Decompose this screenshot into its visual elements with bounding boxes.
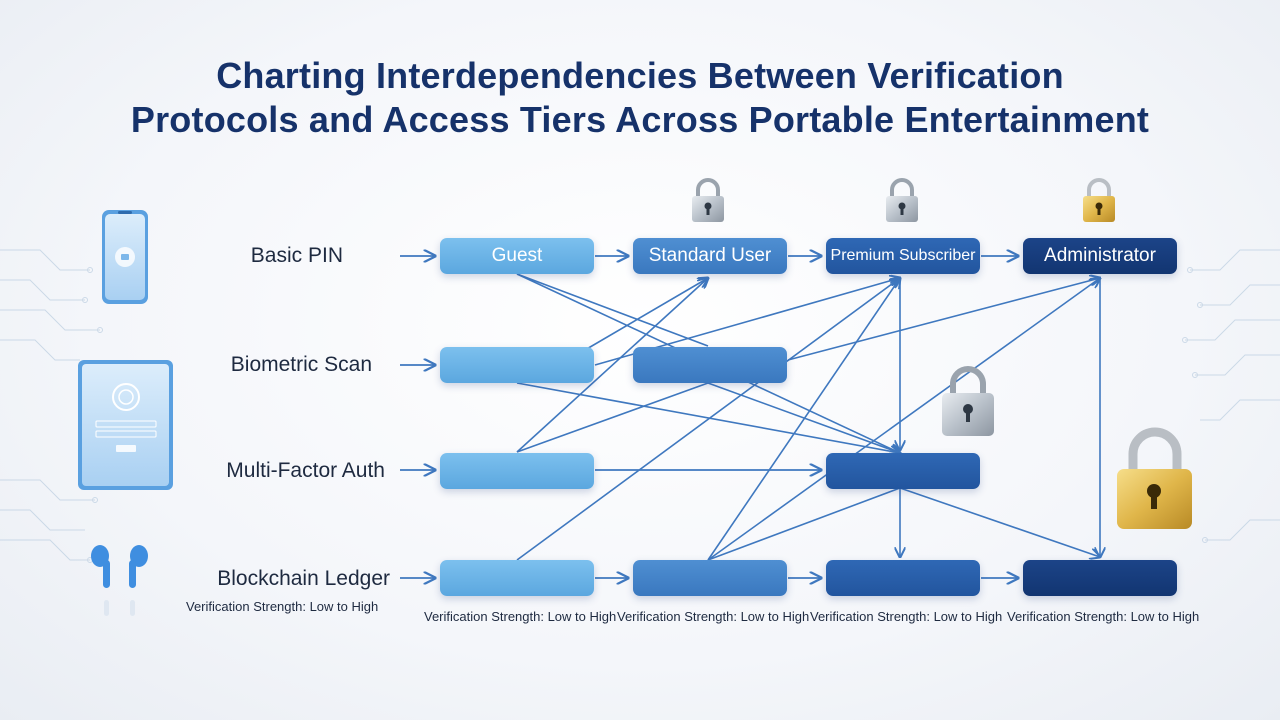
title-line-1: Charting Interdependencies Between Verif… <box>216 55 1064 96</box>
strength-caption-standard: Verification Strength: Low to High <box>617 609 810 624</box>
page-title: Charting Interdependencies Between Verif… <box>0 54 1280 142</box>
circuit-decoration-left <box>0 249 103 563</box>
title-line-2: Protocols and Access Tiers Across Portab… <box>130 99 1150 140</box>
tier-node-guest[interactable]: Guest <box>440 238 594 274</box>
tier-node-premium-subscriber[interactable]: Premium Subscriber <box>826 238 980 274</box>
node-blockchain-guest[interactable] <box>440 560 594 596</box>
tablet-icon <box>78 360 173 490</box>
node-biometric-guest[interactable] <box>440 347 594 383</box>
row-arrows <box>595 256 1018 578</box>
cross-connections <box>516 273 1100 561</box>
tier-node-standard-user[interactable]: Standard User <box>633 238 787 274</box>
tier-node-administrator[interactable]: Administrator <box>1023 238 1177 274</box>
strength-caption-admin: Verification Strength: Low to High <box>1007 609 1200 624</box>
smartphone-icon <box>102 210 148 304</box>
earbuds-icon <box>91 545 148 616</box>
input-arrows <box>400 256 435 578</box>
node-blockchain-premium[interactable] <box>826 560 980 596</box>
protocol-label-basic-pin: Basic PIN <box>250 244 343 267</box>
lock-silver-icon <box>692 178 724 222</box>
lock-silver-large-icon <box>942 366 994 436</box>
protocol-label-multi-factor-auth: Multi-Factor Auth <box>226 459 385 482</box>
protocol-label-biometric-scan: Biometric Scan <box>230 353 372 376</box>
node-mfa-guest[interactable] <box>440 453 594 489</box>
protocol-label-blockchain-ledger: Blockchain Ledger <box>217 567 390 590</box>
strength-caption-guest: Verification Strength: Low to High <box>424 609 617 624</box>
node-blockchain-standard[interactable] <box>633 560 787 596</box>
lock-gold-icon <box>1083 178 1115 222</box>
node-mfa-premium[interactable] <box>826 453 980 489</box>
circuit-decoration-right <box>1182 249 1280 543</box>
strength-caption-premium: Verification Strength: Low to High <box>810 609 1003 624</box>
node-biometric-standard[interactable] <box>633 347 787 383</box>
lock-gold-large-icon <box>1117 427 1192 529</box>
node-blockchain-admin[interactable] <box>1023 560 1177 596</box>
strength-caption-protocols: Verification Strength: Low to High <box>186 599 379 614</box>
lock-silver-icon <box>886 178 918 222</box>
